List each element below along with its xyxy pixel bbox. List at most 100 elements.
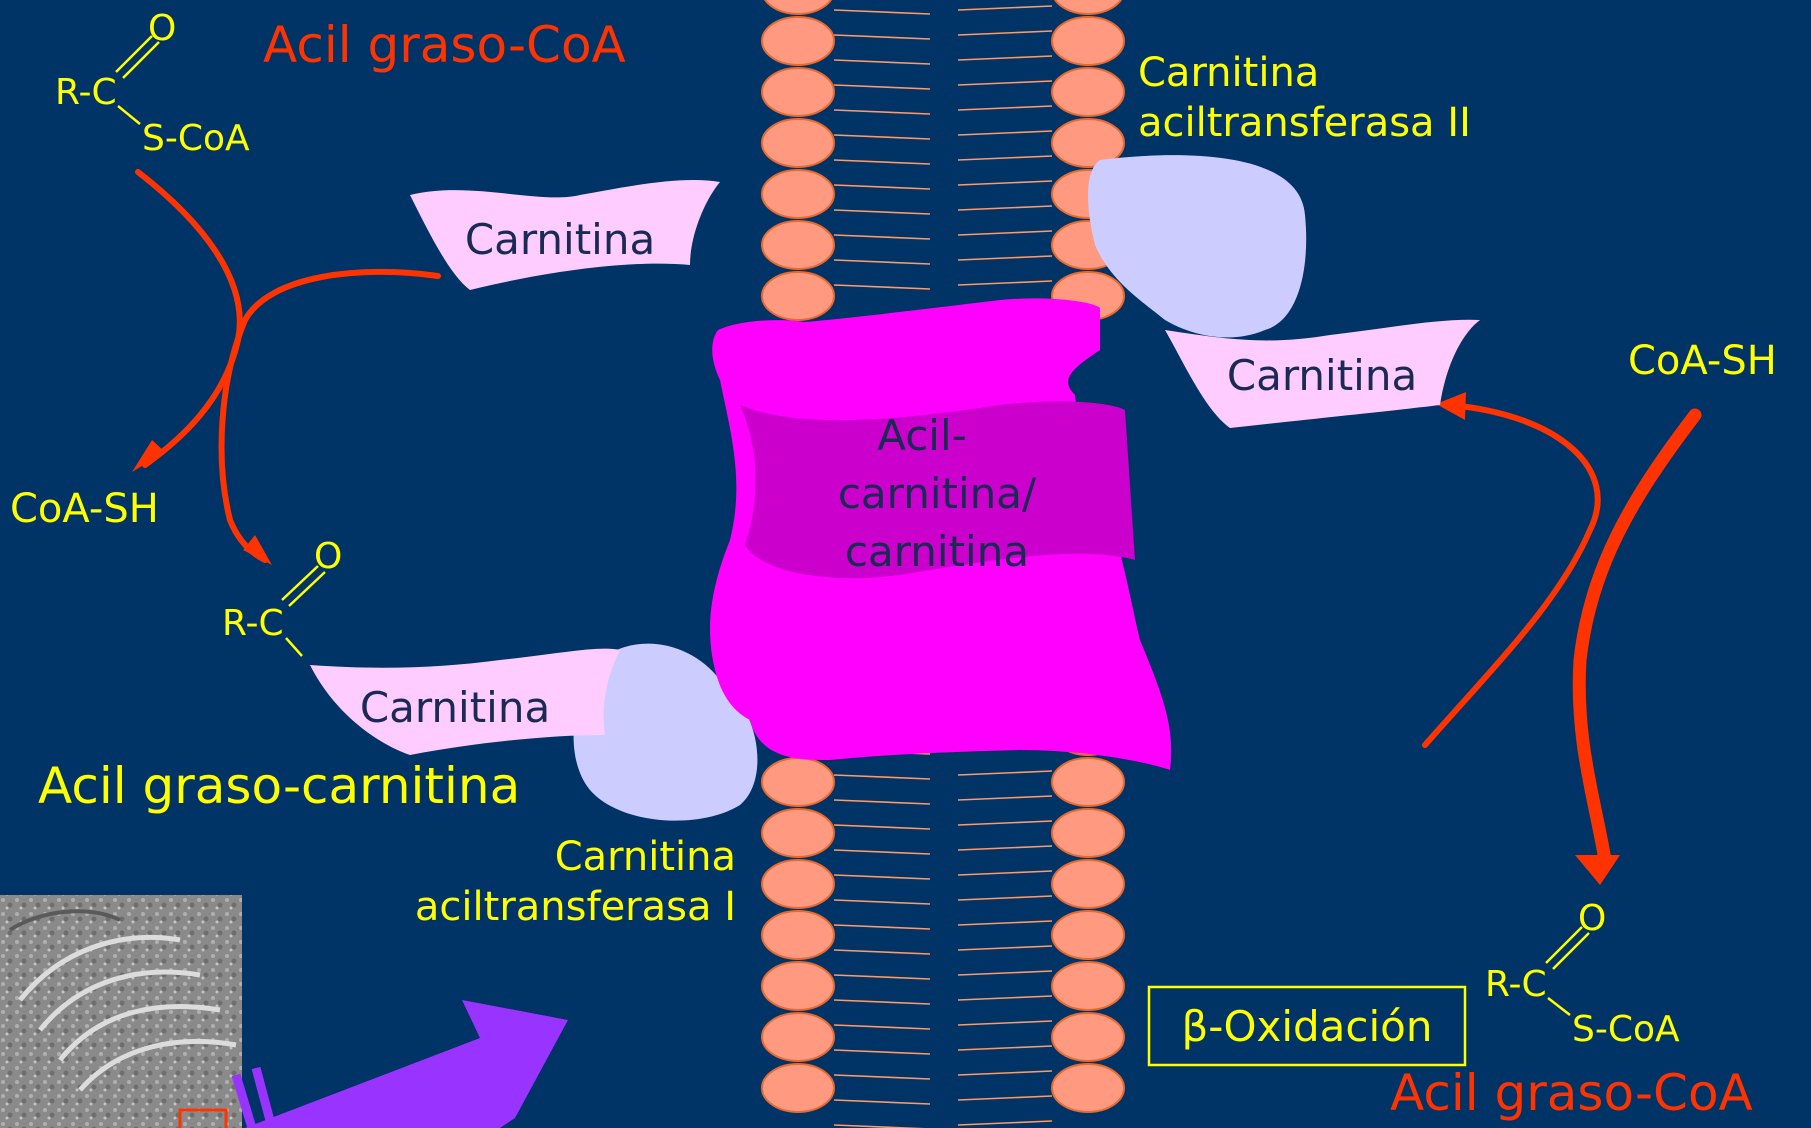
lipid-tail xyxy=(958,231,1052,235)
phospholipid-head xyxy=(762,0,834,14)
lipid-tail xyxy=(958,946,1052,950)
lipid-tail xyxy=(958,181,1052,185)
phospholipid-head xyxy=(762,758,834,806)
lipid-tail xyxy=(834,900,930,904)
svg-text:S-CoA: S-CoA xyxy=(142,118,250,159)
lipid-tail xyxy=(834,775,930,779)
lipid-tail xyxy=(958,281,1052,285)
lipid-tail xyxy=(834,825,930,829)
coa-sh-right: CoA-SH xyxy=(1628,338,1777,384)
lipid-tail xyxy=(834,235,930,239)
lipid-tail xyxy=(958,796,1052,800)
phospholipid-head xyxy=(1052,17,1124,65)
lipid-tail xyxy=(834,1100,930,1104)
svg-text:β-Oxidación: β-Oxidación xyxy=(1181,1002,1432,1051)
beta-oxidacion-box: β-Oxidación xyxy=(1149,987,1465,1065)
phospholipid-head xyxy=(1052,962,1124,1010)
lipid-tail xyxy=(834,1050,930,1054)
svg-text:Carnitina: Carnitina xyxy=(555,834,736,880)
svg-text:Carnitina: Carnitina xyxy=(1138,50,1319,96)
lipid-tail xyxy=(958,871,1052,875)
lipid-tail xyxy=(958,1071,1052,1075)
lipid-tail xyxy=(958,1046,1052,1050)
svg-text:S-CoA: S-CoA xyxy=(1572,1009,1680,1050)
phospholipid-head xyxy=(762,170,834,218)
lipid-tail xyxy=(958,1096,1052,1100)
carnitina-tag-1: Carnitina xyxy=(410,180,720,290)
acil-graso-coa-bottom: Acil graso-CoA xyxy=(1390,1064,1753,1122)
cat1-label: Carnitina aciltransferasa I xyxy=(415,834,736,930)
lipid-tail xyxy=(958,1121,1052,1125)
lipid-tail xyxy=(958,131,1052,135)
lipid-tail xyxy=(834,85,930,89)
lipid-tail xyxy=(958,6,1052,10)
svg-text:carnitina: carnitina xyxy=(845,527,1029,576)
lipid-tail xyxy=(958,256,1052,260)
svg-text:R-C: R-C xyxy=(1485,964,1547,1005)
lipid-tail xyxy=(834,35,930,39)
lipid-tail xyxy=(834,975,930,979)
phospholipid-head xyxy=(762,860,834,908)
lipid-tail xyxy=(958,921,1052,925)
lipid-tail xyxy=(834,110,930,114)
svg-text:O: O xyxy=(1578,898,1606,939)
svg-text:Carnitina: Carnitina xyxy=(360,683,550,732)
lipid-tail xyxy=(958,971,1052,975)
lipid-tail xyxy=(834,135,930,139)
cat2-label: Carnitina aciltransferasa II xyxy=(1138,50,1471,146)
phospholipid-head xyxy=(1052,809,1124,857)
lipid-tail xyxy=(834,1075,930,1079)
svg-text:carnitina/: carnitina/ xyxy=(838,469,1037,518)
lipid-tail xyxy=(834,60,930,64)
lipid-tail xyxy=(958,846,1052,850)
svg-text:aciltransferasa I: aciltransferasa I xyxy=(415,884,736,930)
micrograph-inset xyxy=(0,895,242,1128)
phospholipid-head xyxy=(762,68,834,116)
phospholipid-head xyxy=(1052,1064,1124,1112)
lipid-tail xyxy=(834,160,930,164)
lipid-tail xyxy=(958,81,1052,85)
svg-text:R-C: R-C xyxy=(55,72,117,113)
zoom-arrow xyxy=(236,1000,568,1128)
lipid-tail xyxy=(958,996,1052,1000)
phospholipid-head xyxy=(762,809,834,857)
lipid-tail xyxy=(958,771,1052,775)
lipid-tail xyxy=(834,260,930,264)
lipid-tail xyxy=(958,106,1052,110)
phospholipid-head xyxy=(1052,911,1124,959)
phospholipid-head xyxy=(762,962,834,1010)
lipid-tail xyxy=(834,875,930,879)
phospholipid-head xyxy=(1052,0,1124,14)
svg-text:O: O xyxy=(148,8,176,49)
phospholipid-head xyxy=(1052,68,1124,116)
lipid-tail xyxy=(958,206,1052,210)
lipid-tail xyxy=(834,1025,930,1029)
svg-text:Carnitina: Carnitina xyxy=(1227,351,1417,400)
phospholipid-head xyxy=(762,221,834,269)
carnitina-tag-2: Carnitina xyxy=(310,649,620,755)
acil-graso-carnitina-label: Acil graso-carnitina xyxy=(38,757,520,815)
phospholipid-head xyxy=(1052,1013,1124,1061)
phospholipid-head xyxy=(762,17,834,65)
acil-graso-coa-top: Acil graso-CoA xyxy=(263,16,626,74)
lipid-tail xyxy=(958,156,1052,160)
phospholipid-head xyxy=(762,1013,834,1061)
lipid-tail xyxy=(834,210,930,214)
lipid-tail xyxy=(834,10,930,14)
phospholipid-head xyxy=(762,119,834,167)
svg-text:Acil-: Acil- xyxy=(877,411,967,460)
svg-text:O: O xyxy=(314,536,342,577)
acyl-coa-structure-bottom: R-C O S-CoA xyxy=(1485,898,1680,1050)
lipid-tail xyxy=(834,950,930,954)
lipid-tail xyxy=(834,285,930,289)
phospholipid-head xyxy=(1052,758,1124,806)
lipid-tail xyxy=(958,1021,1052,1025)
coa-sh-left: CoA-SH xyxy=(10,486,159,532)
phospholipid-head xyxy=(762,1064,834,1112)
lipid-tail xyxy=(834,1000,930,1004)
acyl-carnitine-structure: R-C O xyxy=(222,536,342,656)
lipid-tail xyxy=(958,31,1052,35)
phospholipid-head xyxy=(762,272,834,320)
phospholipid-head xyxy=(1052,860,1124,908)
